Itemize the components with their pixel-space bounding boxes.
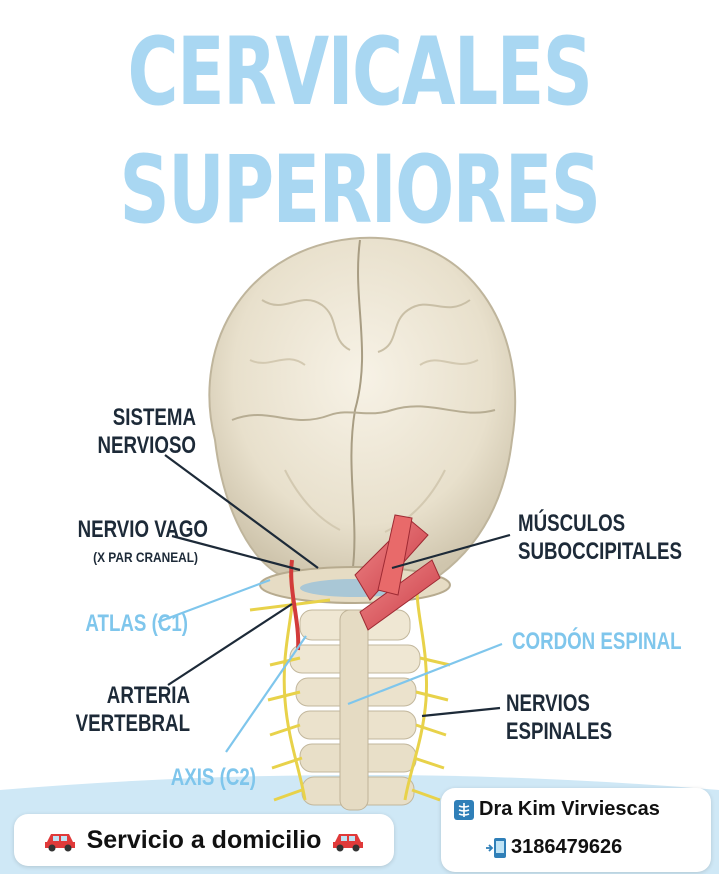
suboccipital-muscles bbox=[354, 514, 441, 631]
service-text: Servicio a domicilio bbox=[86, 825, 322, 854]
label-nervio-vago-sub: (X PAR CRANEAL) bbox=[93, 549, 198, 565]
label-axis: AXIS (C2) bbox=[170, 764, 256, 791]
label-arteria-line1: ARTERIA bbox=[106, 682, 190, 709]
skull bbox=[208, 236, 517, 588]
phone-icon bbox=[486, 837, 506, 858]
title-line-1: CERVICALES bbox=[127, 18, 593, 127]
label-arteria-vertebral: ARTERIA VERTEBRAL bbox=[56, 682, 190, 739]
label-atlas: ATLAS (C1) bbox=[85, 610, 188, 637]
doctor-name: Dra Kim Virviescas bbox=[479, 798, 660, 820]
label-musculos-line2: SUBOCCIPITALES bbox=[518, 538, 682, 566]
spinal-nerves bbox=[249, 574, 451, 802]
label-sistema-nervioso: SISTEMA NERVIOSO bbox=[81, 404, 196, 461]
label-cordon-espinal: CORDÓN ESPINAL bbox=[512, 628, 682, 655]
contact-card: Dra Kim Virviescas 3186479626 bbox=[441, 788, 711, 872]
cervical-spine bbox=[289, 609, 421, 811]
label-nervios-espinales: NERVIOS ESPINALES bbox=[506, 690, 662, 747]
phone-number[interactable]: 3186479626 bbox=[511, 836, 623, 858]
car-icon bbox=[333, 834, 364, 852]
label-sistema-nervioso-line1: SISTEMA bbox=[112, 404, 196, 431]
car-icon bbox=[44, 834, 75, 852]
xray-icon bbox=[454, 799, 474, 820]
vertebral-artery bbox=[289, 559, 301, 651]
label-arteria-line2: VERTEBRAL bbox=[75, 710, 190, 738]
label-nervio-vago: NERVIO VAGO bbox=[77, 516, 208, 543]
label-sistema-nervioso-line2: NERVIOSO bbox=[97, 432, 196, 460]
phone-row: 3186479626 bbox=[485, 836, 622, 859]
label-nervios-line2: ESPINALES bbox=[506, 718, 613, 746]
service-banner: Servicio a domicilio bbox=[14, 814, 394, 866]
title-line-2: SUPERIORES bbox=[119, 136, 601, 245]
label-musculos-suboccipitales: MÚSCULOS SUBOCCIPITALES bbox=[518, 510, 682, 567]
doctor-row: Dra Kim Virviescas bbox=[453, 798, 660, 821]
label-musculos-line1: MÚSCULOS bbox=[518, 510, 626, 537]
label-nervios-line1: NERVIOS bbox=[506, 690, 590, 717]
leader-lines bbox=[157, 454, 511, 753]
